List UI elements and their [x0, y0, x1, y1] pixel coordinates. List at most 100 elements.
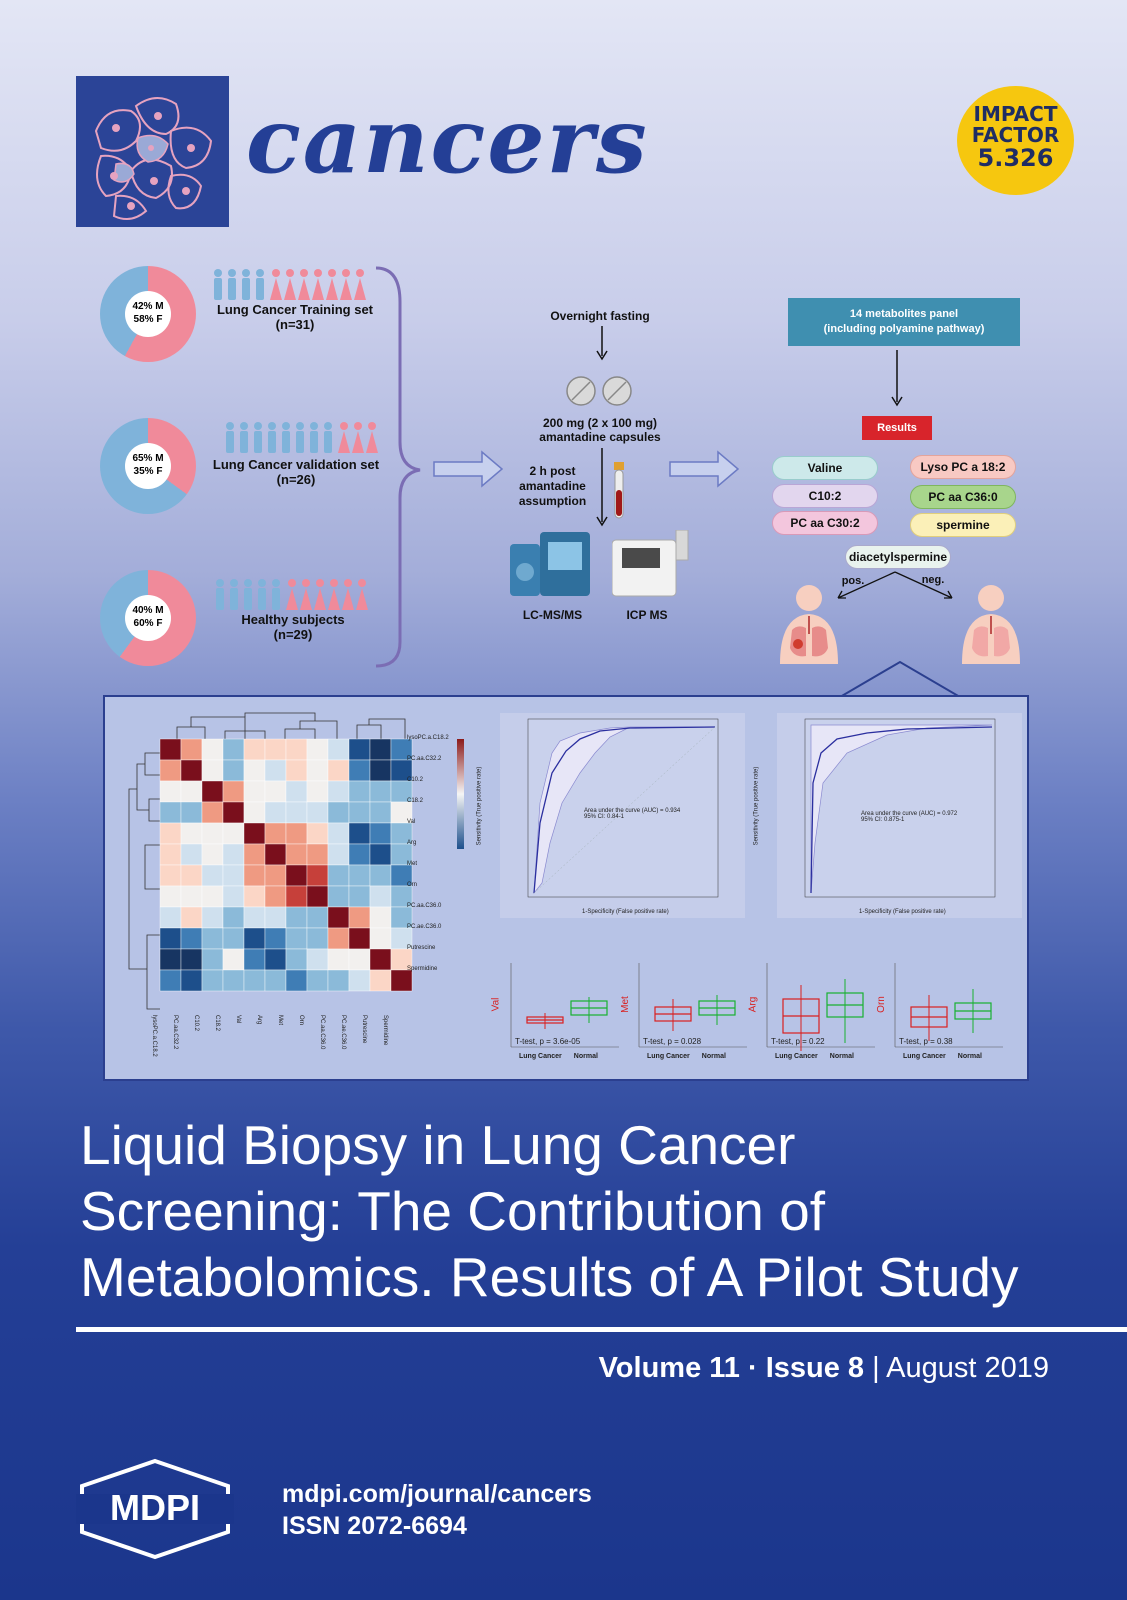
title-line: Metabolomics. Results of A Pilot Study [80, 1246, 1019, 1308]
heatmap-cell [306, 969, 329, 992]
group-normal: Normal [701, 1053, 726, 1060]
heatmap-cell [264, 738, 287, 761]
heatmap-cell [285, 948, 308, 971]
heatmap-cell [180, 843, 203, 866]
metabolites-panel-box: 14 metabolites panel (including polyamin… [788, 298, 1020, 346]
heatmap-cell [264, 906, 287, 929]
auc-text: Area under the curve (AUC) = 0.934 [584, 808, 681, 814]
mdpi-logo: MDPI [76, 1458, 234, 1560]
mdpi-logo-text: MDPI [110, 1487, 200, 1528]
metabolite-lyso-pc: Lyso PC a 18:2 [910, 455, 1016, 479]
title-line: Liquid Biopsy in Lung Cancer [80, 1114, 796, 1176]
group-n: (n=31) [275, 317, 315, 332]
heatmap-cell [285, 843, 308, 866]
heatmap-col-label: Putrescine [361, 1015, 367, 1044]
heatmap-cell [243, 738, 266, 761]
down-arrow-icon [596, 326, 608, 361]
group-lung-cancer: Lung Cancer [647, 1053, 690, 1060]
heatmap-cell [180, 864, 203, 887]
factor-label: FACTOR [971, 123, 1060, 147]
heatmap-cell [243, 969, 266, 992]
group-name: Lung Cancer validation set [212, 457, 380, 472]
heatmap-cell [159, 801, 182, 824]
pill-icon [566, 376, 632, 406]
roc-ylabel: Sensitivity (True positive rate) [753, 766, 760, 846]
heatmap-row-label: PC.aa.C36.0 [407, 903, 442, 909]
heatmap-cell [222, 801, 245, 824]
people-icon [216, 579, 368, 610]
cells-icon [94, 97, 213, 221]
metabolite-diacetylspermine: diacetylspermine [845, 545, 951, 569]
heatmap-cell [159, 822, 182, 845]
group-name: Healthy subjects [241, 612, 345, 627]
journal-url[interactable]: mdpi.com/journal/cancers [282, 1480, 592, 1508]
journal-logo [76, 76, 229, 227]
heatmap-cell [306, 927, 329, 950]
heatmap-cell [180, 969, 203, 992]
heatmap-cell [348, 738, 371, 761]
heatmap-col-label: PC.aa.C32.2 [172, 1015, 178, 1050]
heatmap-cell [327, 780, 350, 803]
ttest-label: T-test, p = 0.38 [899, 1037, 953, 1046]
panel-title: 14 metabolites panel [849, 308, 959, 320]
heatmap-cell [159, 969, 182, 992]
heatmap-cell [348, 864, 371, 887]
boxplot-var-label: Orn [875, 996, 887, 1013]
heatmap-cell [285, 822, 308, 845]
heatmap-cell [201, 738, 224, 761]
journal-url-block: mdpi.com/journal/cancers ISSN 2072-6694 [282, 1478, 592, 1542]
heatmap-cell [222, 780, 245, 803]
protocol-step-dose: 200 mg (2 x 100 mg) amantadine capsules [520, 416, 680, 444]
heatmap-cell [369, 759, 392, 782]
heatmap-row-label: Putrescine [407, 945, 436, 951]
heatmap-cell [306, 843, 329, 866]
heatmap-cell [264, 927, 287, 950]
post-line: assumption [518, 494, 587, 508]
negative-label: neg. [921, 574, 945, 586]
heatmap-row-label: Arg [407, 840, 417, 846]
group-lung-cancer: Lung Cancer [519, 1053, 562, 1060]
group-normal: Normal [829, 1053, 854, 1060]
heatmap-cell [306, 801, 329, 824]
heatmap-cell [285, 738, 308, 761]
metabolite-pc-aa-c30-2: PC aa C30:2 [772, 511, 878, 535]
heatmap-cell [159, 864, 182, 887]
heatmap-cell [348, 927, 371, 950]
instrument-label: LC-MS/MS [522, 608, 583, 622]
heatmap-cell [180, 885, 203, 908]
heatmap-cell [369, 822, 392, 845]
heatmap-cell [243, 759, 266, 782]
group-name: Lung Cancer Training set [216, 302, 374, 317]
post-line: 2 h post [529, 464, 576, 478]
heatmap-cell [306, 759, 329, 782]
heatmap-cell [180, 738, 203, 761]
heatmap-col-label: C10.2 [193, 1015, 199, 1032]
ci-text: 95% CI: 0.84-1 [584, 814, 625, 820]
heatmap-cell [369, 738, 392, 761]
heatmap-row-label: lysoPC.a.C18.2 [407, 735, 449, 741]
impact-label: IMPACT [973, 102, 1058, 126]
heatmap-cell [264, 864, 287, 887]
group-normal: Normal [573, 1053, 598, 1060]
positive-label: pos. [841, 575, 865, 587]
heatmap-cell [159, 759, 182, 782]
heatmap-cell [201, 843, 224, 866]
heatmap-cell [243, 864, 266, 887]
people-icon [214, 269, 366, 300]
boxplot-chart [638, 963, 747, 1048]
heatmap-cell [348, 906, 371, 929]
lungs-positive-icon [780, 585, 838, 664]
heatmap-cell [306, 948, 329, 971]
volume: Volume 11 [598, 1352, 740, 1384]
protocol-step-post: 2 h post amantadine assumption [505, 464, 600, 509]
issue-number: Issue 8 [765, 1352, 865, 1384]
heatmap-cell [201, 759, 224, 782]
article-title: Liquid Biopsy in Lung Cancer Screening: … [80, 1112, 1080, 1310]
group-labels: Lung Cancer Normal [519, 1053, 598, 1060]
separator-bar: | [872, 1352, 880, 1384]
heatmap-cell [243, 885, 266, 908]
